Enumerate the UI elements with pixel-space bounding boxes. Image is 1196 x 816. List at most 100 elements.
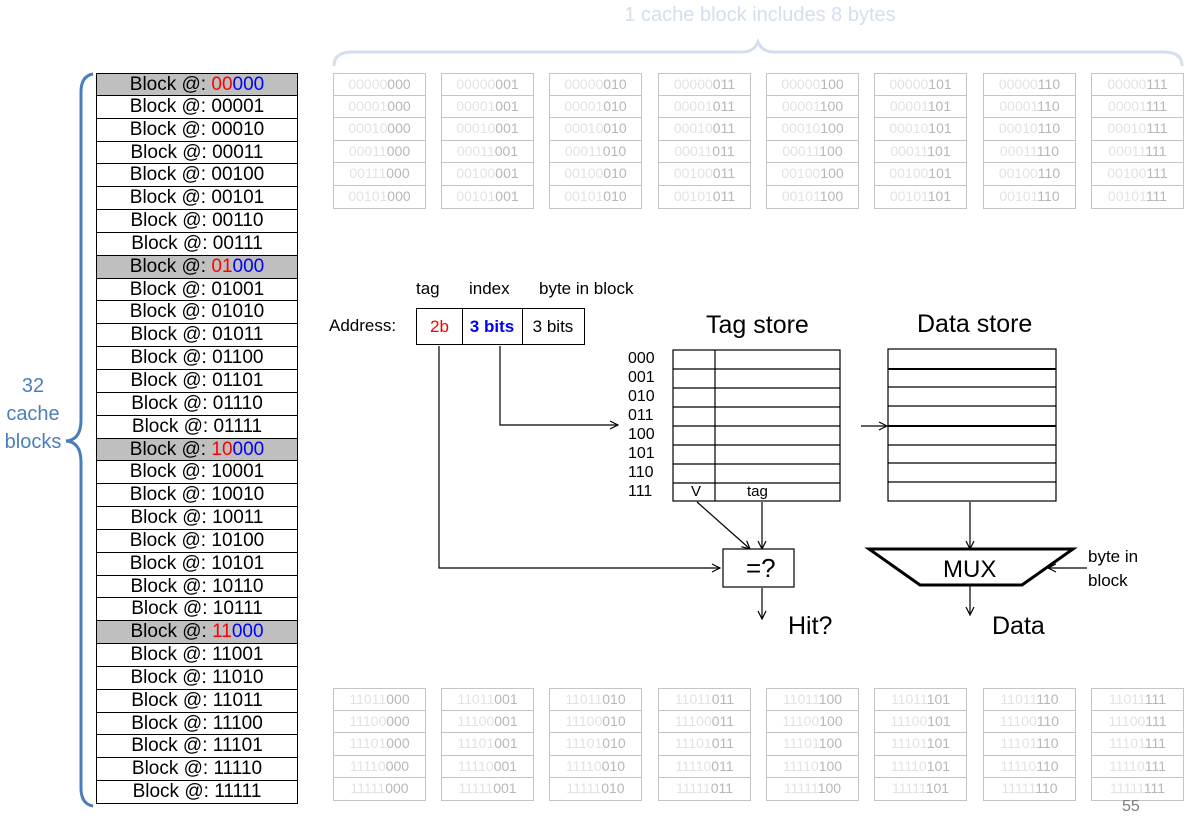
byte-offset-bits: 011 xyxy=(712,187,736,204)
byte-offset-bits: 001 xyxy=(494,142,519,159)
byte-cell: 11100000 xyxy=(333,710,426,734)
byte-offset-bits: 000 xyxy=(386,712,410,729)
byte-cell: 11011001 xyxy=(441,688,534,711)
byte-address-high-bits: 00011 xyxy=(564,142,603,159)
byte-address-high-bits: 00000 xyxy=(998,76,1038,92)
mux-shape xyxy=(864,547,1078,587)
byte-address-high-bits: 00001 xyxy=(456,97,496,114)
header-index: index xyxy=(469,279,510,298)
byte-cell: 11111110 xyxy=(983,778,1076,801)
byte-address-high-bits: 00100 xyxy=(998,165,1038,182)
block-prefix: Block @: xyxy=(131,232,213,254)
byte-offset-bits: 111 xyxy=(1145,97,1168,114)
byte-offset-bits: 011 xyxy=(712,97,736,114)
address-tag-field: 2b xyxy=(416,308,463,345)
byte-offset-bits: 100 xyxy=(820,76,844,92)
block-prefix: Block @: xyxy=(130,507,213,529)
byte-cell: 11111000 xyxy=(333,778,426,801)
byte-address-high-bits: 00000 xyxy=(781,76,821,92)
byte-offset-bits: 010 xyxy=(602,712,626,729)
byte-offset-bits: 110 xyxy=(1035,780,1058,797)
block-prefix: Block @: xyxy=(130,621,213,643)
byte-cell: 11110011 xyxy=(658,755,751,779)
byte-address-high-bits: 00000 xyxy=(564,76,604,92)
byte-address-high-bits: 11100 xyxy=(457,712,495,729)
byte-cell: 00010101 xyxy=(874,118,967,141)
block-prefix: Block @: xyxy=(131,598,213,620)
byte-cell: 00001100 xyxy=(766,95,859,119)
byte-address-high-bits: 11100 xyxy=(782,712,820,729)
byte-cell: 00111000 xyxy=(333,163,426,186)
byte-cell: 00001000 xyxy=(333,95,426,119)
byte-cell: 11100110 xyxy=(983,710,1076,734)
block-address: 10101 xyxy=(211,552,265,574)
data-store-title: Data store xyxy=(917,310,1033,338)
block-index-bits: 000 xyxy=(232,438,265,460)
byte-cell: 11011111 xyxy=(1091,688,1184,711)
data-output-label: Data xyxy=(992,612,1045,640)
block-prefix: Block @: xyxy=(131,392,213,414)
byte-offset-bits: 111 xyxy=(1143,780,1166,797)
byte-address-high-bits: 11110 xyxy=(1000,757,1037,774)
byte-offset-bits: 110 xyxy=(1036,712,1060,729)
byte-address-high-bits: 11100 xyxy=(999,712,1037,729)
byte-address-high-bits: 00100 xyxy=(456,165,496,182)
block-address: 00111 xyxy=(212,232,263,254)
tag-store-index-label: 111 xyxy=(628,483,653,500)
byte-address-high-bits: 11101 xyxy=(890,735,927,752)
byte-cell: 00101100 xyxy=(766,185,859,209)
block-address: 10001 xyxy=(211,461,265,483)
block-address: 11011 xyxy=(212,689,263,711)
cache-block-row: Block @: 01111 xyxy=(96,415,298,439)
byte-cell: 11011010 xyxy=(549,688,642,711)
block-address: 11010 xyxy=(212,666,264,688)
byte-offset-bits: 010 xyxy=(602,691,626,707)
byte-offset-bits: 001 xyxy=(495,76,519,92)
block-index-bits: 000 xyxy=(231,621,264,643)
byte-address-high-bits: 00100 xyxy=(889,165,929,182)
byte-offset-bits: 011 xyxy=(711,712,735,729)
byte-address-high-bits: 00001 xyxy=(673,97,713,114)
cache-block-row: Block @: 10111 xyxy=(96,598,298,622)
byte-offset-bits: 010 xyxy=(602,735,626,752)
block-prefix: Block @: xyxy=(129,461,212,483)
block-address: 11100 xyxy=(212,712,263,734)
byte-address-high-bits: 11101 xyxy=(349,735,387,752)
block-address: 11111 xyxy=(214,781,262,803)
data-store-table xyxy=(887,348,1057,502)
header-byte-in-block: byte in block xyxy=(539,279,634,298)
block-address: 00110 xyxy=(212,210,264,232)
byte-cell: 00100010 xyxy=(549,163,642,186)
byte-address-high-bits: 00001 xyxy=(1107,97,1146,114)
tag-store-index-label: 101 xyxy=(628,445,655,462)
byte-address-high-bits: 11011 xyxy=(890,691,927,707)
byte-cell: 00010000 xyxy=(333,118,426,141)
block-prefix: Block @: xyxy=(130,141,213,163)
byte-offset-bits: 111 xyxy=(1145,712,1167,729)
byte-offset-bits: 000 xyxy=(386,165,410,182)
cache-block-row: Block @: 11111 xyxy=(96,781,298,804)
byte-address-high-bits: 00011 xyxy=(1108,142,1146,159)
byte-address-high-bits: 11111 xyxy=(458,780,494,797)
byte-address-high-bits: 11111 xyxy=(1001,780,1036,797)
block-tag-bits: 10 xyxy=(211,438,233,460)
byte-address-high-bits: 00011 xyxy=(456,142,495,159)
byte-cell: 11111010 xyxy=(549,778,642,801)
byte-cell: 11100010 xyxy=(549,710,642,734)
block-prefix: Block @: xyxy=(129,187,212,209)
cache-block-row: Block @: 01000 xyxy=(96,255,298,279)
byte-offset-bits: 000 xyxy=(387,187,411,204)
byte-address-high-bits: 00101 xyxy=(456,187,496,204)
byte-cell: 11101100 xyxy=(766,733,859,756)
byte-cell: 11011100 xyxy=(766,688,859,711)
byte-address-high-bits: 00101 xyxy=(564,187,604,204)
byte-offset-bits: 100 xyxy=(818,735,843,752)
comparator-box xyxy=(722,548,795,588)
byte-offset-bits: 101 xyxy=(927,142,951,159)
cache-block-row: Block @: 10110 xyxy=(96,575,298,599)
cache-block-row: Block @: 00011 xyxy=(96,141,298,165)
